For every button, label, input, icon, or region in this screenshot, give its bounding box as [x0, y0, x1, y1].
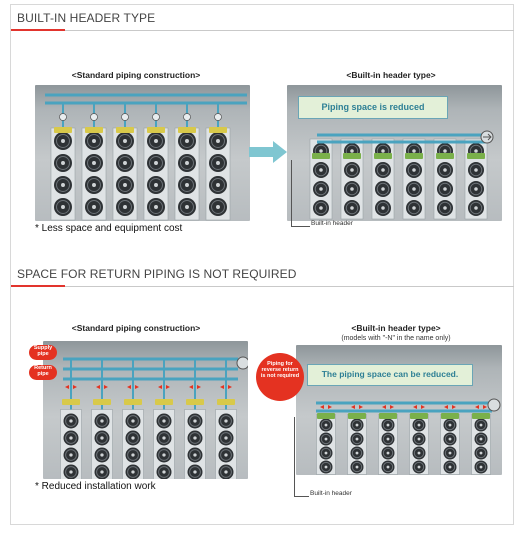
section-title-return-piping: SPACE FOR RETURN PIPING IS NOT REQUIRED: [17, 267, 297, 281]
builtin-header-illustration-2: [316, 398, 501, 475]
builtin-header-caption-2: <Built-in header type>: [351, 323, 441, 333]
supply-pipe-label: Supply pipe: [29, 345, 57, 360]
banner-piping-space-can-be-reduced: The piping space can be reduced.: [307, 364, 473, 386]
section-divider-2: [11, 286, 514, 287]
leader-line-2: [294, 417, 309, 497]
right-arrow-icon: [249, 141, 287, 163]
return-pipe-label: Return pipe: [29, 365, 57, 380]
banner-piping-space-reduced: Piping space is reduced: [298, 96, 448, 119]
section-divider: [11, 30, 514, 31]
note-reduced-installation: * Reduced installation work: [35, 481, 156, 492]
content-frame: BUILT-IN HEADER TYPE <Standard piping co…: [10, 4, 514, 525]
standard-piping-illustration-2: [60, 356, 248, 479]
std-piping-caption-2: <Standard piping construction>: [71, 323, 201, 333]
leader-line-1: [291, 160, 310, 227]
builtin-header-illustration-1: [309, 130, 494, 220]
standard-piping-image-1: [35, 85, 250, 221]
standard-piping-image-2: [43, 341, 248, 479]
label-built-in-header-2: Built-in header: [310, 490, 352, 497]
standard-piping-illustration-1: [45, 93, 247, 221]
section-title-built-in-header: BUILT-IN HEADER TYPE: [17, 11, 156, 25]
builtin-header-subcaption: (models with "-N" in the name only): [341, 335, 451, 342]
section-accent-line-2: [11, 285, 65, 287]
note-less-space: * Less space and equipment cost: [35, 223, 183, 234]
builtin-header-caption-1: <Built-in header type>: [346, 70, 436, 80]
std-piping-caption-1: <Standard piping construction>: [71, 70, 201, 80]
section-accent-line: [11, 29, 65, 31]
reverse-return-bubble: Piping for reverse return is not require…: [256, 353, 304, 401]
label-built-in-header-1: Built-in header: [311, 220, 353, 227]
